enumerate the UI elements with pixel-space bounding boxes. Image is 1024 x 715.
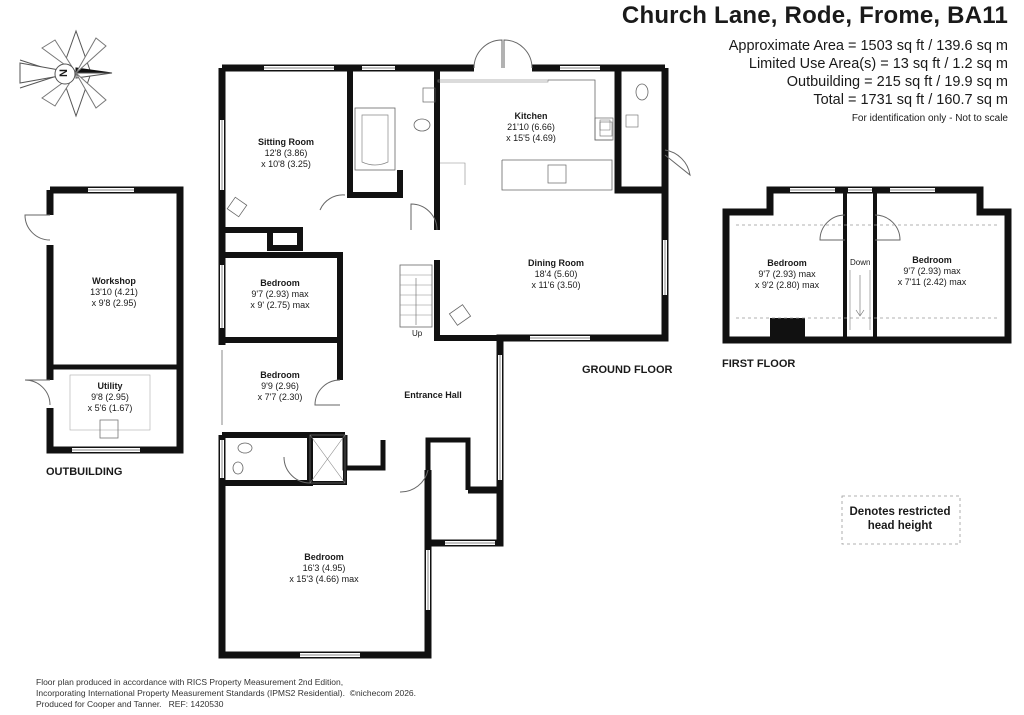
legend-line: Denotes restricted bbox=[849, 506, 951, 518]
room-workshop: Workshop 13'10 (4.21) x 9'8 (2.95) bbox=[90, 276, 138, 309]
room-entrance-hall: Entrance Hall bbox=[404, 390, 462, 401]
footer-line: Incorporating International Property Mea… bbox=[36, 688, 416, 699]
room-name: Dining Room bbox=[528, 258, 584, 268]
room-dim: 18'4 (5.60) bbox=[534, 269, 578, 279]
room-dim: x 15'5 (4.69) bbox=[506, 133, 556, 143]
room-name: Bedroom bbox=[304, 552, 344, 562]
first-floor-label: FIRST FLOOR bbox=[722, 358, 796, 370]
ground-floor-plan bbox=[218, 39, 691, 659]
room-name: Kitchen bbox=[514, 111, 548, 121]
footer-ref: REF: 1420530 bbox=[168, 699, 224, 709]
restricted-height-legend-box bbox=[841, 495, 961, 545]
compass-icon bbox=[19, 29, 113, 118]
room-kitchen: Kitchen 21'10 (6.66) x 15'5 (4.69) bbox=[506, 111, 556, 144]
room-dim: x 11'6 (3.50) bbox=[531, 280, 581, 290]
room-name: Bedroom bbox=[260, 370, 300, 380]
room-dim: x 7'7 (2.30) bbox=[257, 392, 303, 402]
footer-text: Incorporating International Property Mea… bbox=[36, 688, 345, 698]
legend-line: head height bbox=[867, 520, 933, 532]
room-bedroom-2: Bedroom 9'9 (2.96) x 7'7 (2.30) bbox=[258, 370, 303, 403]
footer-text: Produced for Cooper and Tanner. bbox=[36, 699, 162, 709]
room-dim: x 9'2 (2.80) max bbox=[754, 280, 820, 290]
room-name: Sitting Room bbox=[258, 137, 314, 147]
footer-line: Floor plan produced in accordance with R… bbox=[36, 677, 344, 687]
room-name: Utility bbox=[97, 381, 123, 391]
room-dim: 9'7 (2.93) max bbox=[903, 266, 961, 276]
room-name: Bedroom bbox=[260, 278, 300, 288]
footer: Floor plan produced in accordance with R… bbox=[36, 677, 416, 710]
room-dim: 13'10 (4.21) bbox=[90, 287, 138, 297]
stairs-up-label: Up bbox=[412, 329, 423, 338]
room-ff-bedroom-2: Bedroom 9'7 (2.93) max x 7'11 (2.42) max bbox=[898, 255, 967, 288]
room-ff-bedroom-1: Bedroom 9'7 (2.93) max x 9'2 (2.80) max bbox=[755, 258, 819, 291]
room-dim: x 15'3 (4.66) max bbox=[289, 574, 359, 584]
room-dim: 12'8 (3.86) bbox=[264, 148, 308, 158]
room-dining: Dining Room 18'4 (5.60) x 11'6 (3.50) bbox=[528, 258, 584, 291]
footer-copyright: ©nichecom 2026. bbox=[349, 688, 417, 698]
room-bedroom-3: Bedroom 16'3 (4.95) x 15'3 (4.66) max bbox=[289, 552, 358, 585]
room-dim: x 9' (2.75) max bbox=[250, 300, 310, 310]
footer-line: Produced for Cooper and Tanner. REF: 142… bbox=[36, 699, 416, 710]
compass-letter: N bbox=[57, 69, 70, 77]
property-title: Church Lane, Rode, Frome, BA11 bbox=[621, 2, 1008, 29]
room-dim: x 10'8 (3.25) bbox=[261, 159, 311, 169]
room-name: Bedroom bbox=[912, 255, 952, 265]
room-name: Bedroom bbox=[767, 258, 807, 268]
scale-note: For identification only - Not to scale bbox=[851, 113, 1008, 124]
room-dim: x 5'6 (1.67) bbox=[87, 403, 133, 413]
room-sitting: Sitting Room 12'8 (3.86) x 10'8 (3.25) bbox=[258, 137, 314, 170]
outbuilding-plan bbox=[24, 186, 184, 454]
room-dim: x 9'8 (2.95) bbox=[91, 298, 137, 308]
total-area: Total = 1731 sq ft / 160.7 sq m bbox=[813, 92, 1008, 108]
limited-use-area: Limited Use Area(s) = 13 sq ft / 1.2 sq … bbox=[748, 56, 1008, 72]
room-dim: 9'7 (2.93) max bbox=[251, 289, 309, 299]
room-dim: 9'8 (2.95) bbox=[91, 392, 129, 402]
room-dim: 21'10 (6.66) bbox=[507, 122, 555, 132]
stairs-down-label: Down bbox=[850, 258, 871, 267]
room-dim: x 7'11 (2.42) max bbox=[897, 277, 967, 287]
room-dim: 9'7 (2.93) max bbox=[758, 269, 816, 279]
outbuilding-area: Outbuilding = 215 sq ft / 19.9 sq m bbox=[786, 74, 1008, 90]
outbuilding-label: OUTBUILDING bbox=[46, 466, 123, 478]
first-floor-plan bbox=[722, 186, 1012, 344]
room-dim: 16'3 (4.95) bbox=[302, 563, 346, 573]
ground-floor-label: GROUND FLOOR bbox=[582, 364, 673, 376]
approx-area: Approximate Area = 1503 sq ft / 139.6 sq… bbox=[728, 38, 1008, 54]
restricted-height-legend: Denotes restricted head height bbox=[840, 505, 960, 533]
room-bedroom-1: Bedroom 9'7 (2.93) max x 9' (2.75) max bbox=[250, 278, 309, 311]
room-dim: 9'9 (2.96) bbox=[261, 381, 299, 391]
room-utility: Utility 9'8 (2.95) x 5'6 (1.67) bbox=[88, 381, 133, 414]
room-name: Workshop bbox=[92, 276, 136, 286]
room-name: Entrance Hall bbox=[404, 390, 462, 400]
